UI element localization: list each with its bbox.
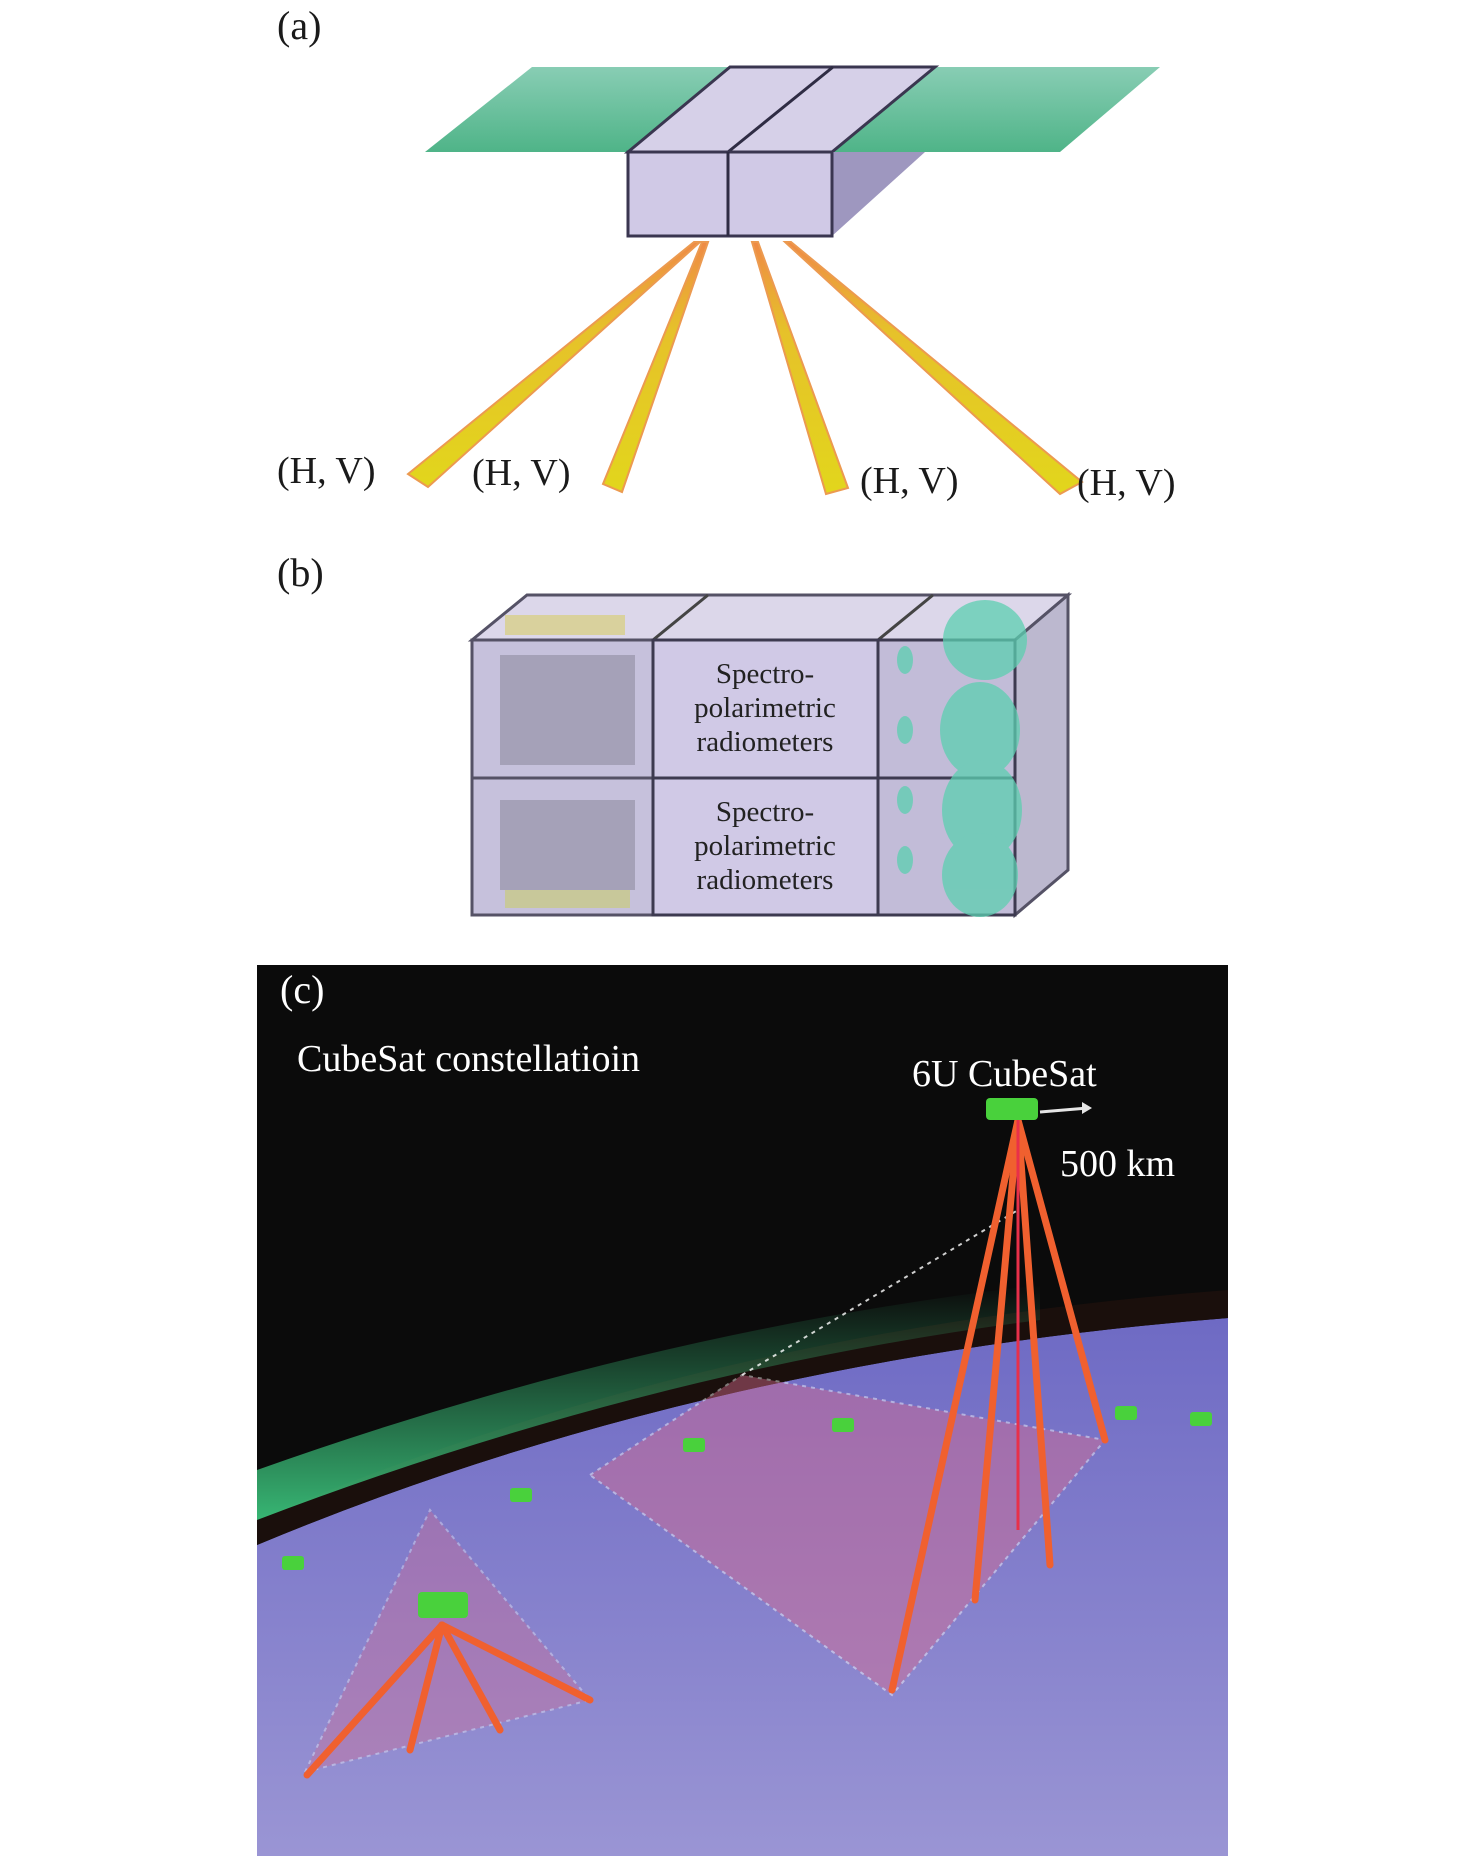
beam-label-2: (H, V) [472,452,571,494]
solar-panel-right [830,67,1160,152]
panel-a-label: (a) [277,3,322,48]
beam-label-3: (H, V) [860,460,959,502]
radiometer-module-bottom [651,776,880,917]
radiometer-label-top: Spectro- polarimetric radiometers [694,658,836,758]
rays-left [303,1621,594,1779]
beam-label-1: (H, V) [277,450,376,492]
satellite-diagram [406,65,1160,496]
antenna-feeds [897,600,1027,917]
cubesat-6u-diagram [467,591,1073,919]
radiometer-label-bottom: Spectro- polarimetric radiometers [694,796,836,896]
panel-c-label: (c) [280,967,325,1012]
satellite-label: 6U CubeSat [912,1053,1097,1095]
beam-1 [406,241,703,489]
beam-label-4: (H, V) [1077,462,1176,504]
rays-right [888,1116,1109,1694]
panel-b-label: (b) [277,550,324,595]
cubesat-icons [282,1098,1212,1618]
bus-front [626,150,834,238]
bus-side [832,152,925,236]
beam-4 [782,241,1084,496]
constellation-label: CubeSat constellatioin [297,1038,641,1080]
beam-3 [750,241,850,496]
altitude-label: 500 km [1060,1143,1176,1185]
aurora [257,1285,1040,1520]
velocity-arrow [1039,1106,1089,1114]
beam-2 [601,241,710,494]
radiometer-module-top [651,638,880,780]
